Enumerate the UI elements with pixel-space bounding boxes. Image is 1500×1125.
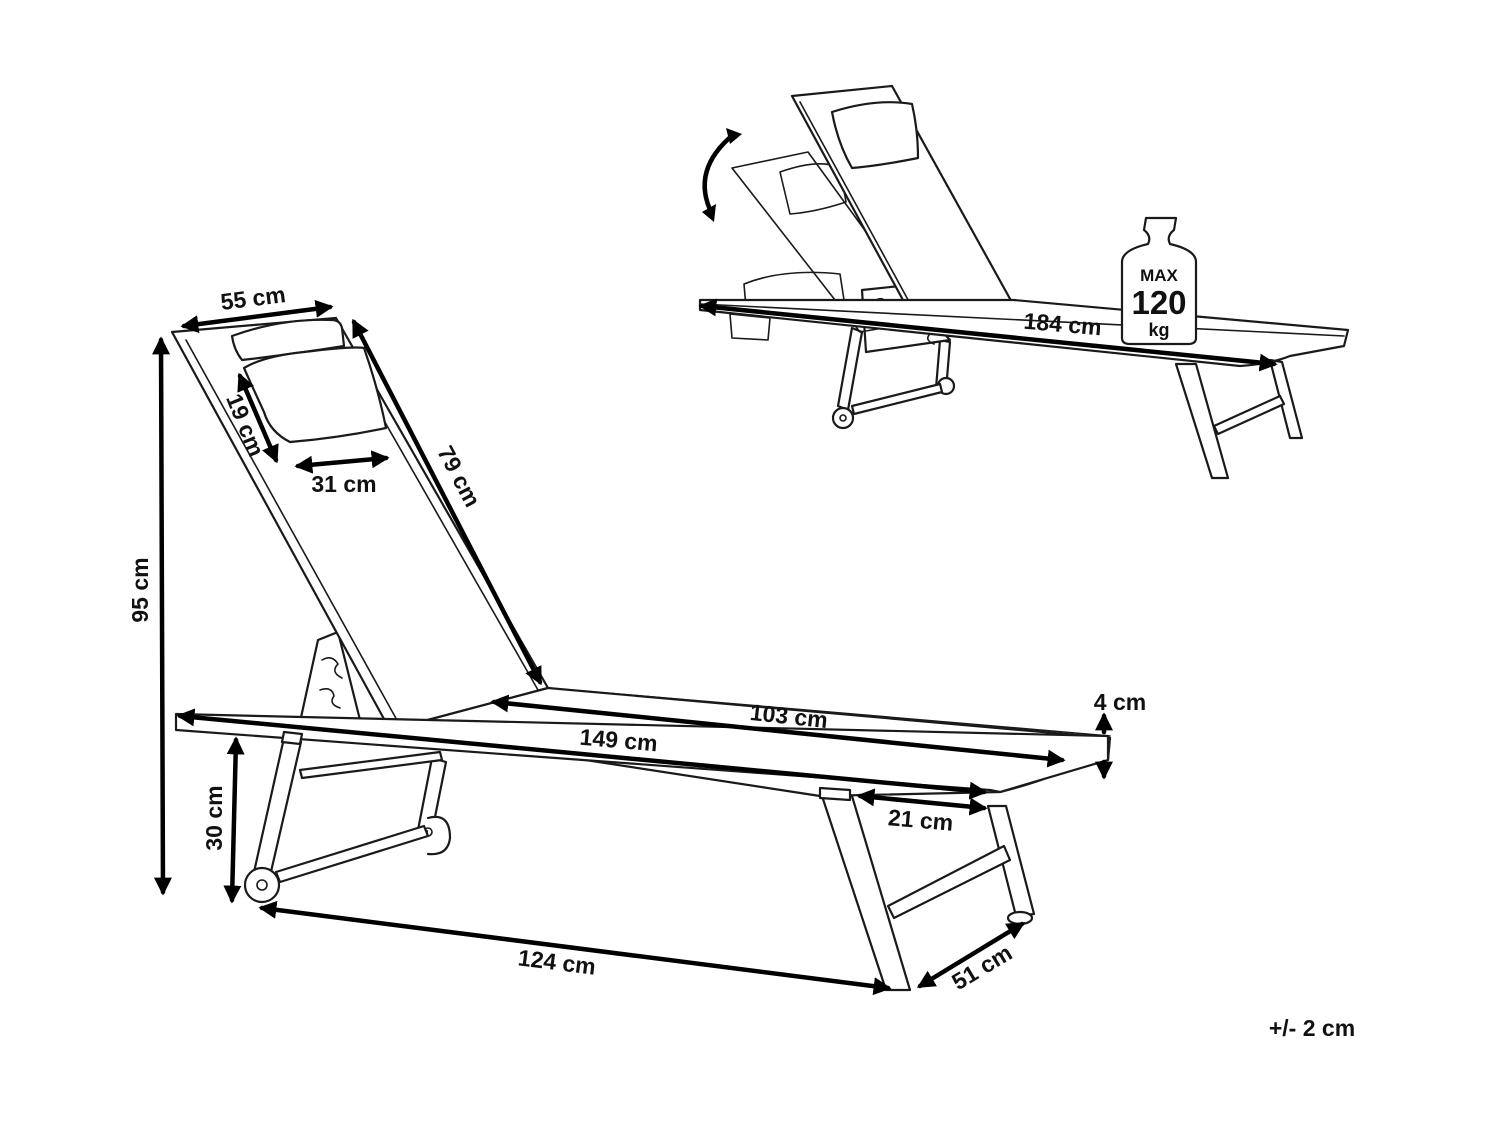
reclined-lounger-illustration [698,84,1350,480]
max-load-label: MAX [1140,266,1178,285]
max-load-value: 120 [1131,284,1186,321]
main-lounger-illustration [170,316,1112,992]
dim-4-label: 4 cm [1094,689,1146,715]
dim-31-label: 31 cm [311,471,376,497]
dim-30-label: 30 cm [201,785,227,850]
dim-95-label: 95 cm [127,557,153,622]
max-load-weight-icon: MAX 120 kg [1120,216,1198,346]
dim-55-label: 55 cm [219,281,287,315]
tolerance-note: +/- 2 cm [1269,1015,1355,1041]
dim-21-label: 21 cm [887,804,954,836]
dimension-lines [152,298,1278,996]
max-load-unit: kg [1148,320,1169,340]
recline-rotation-arrow [702,128,742,222]
dimension-labels: 55 cm 95 cm 19 cm 31 cm 79 cm 103 cm 149… [127,281,1146,995]
